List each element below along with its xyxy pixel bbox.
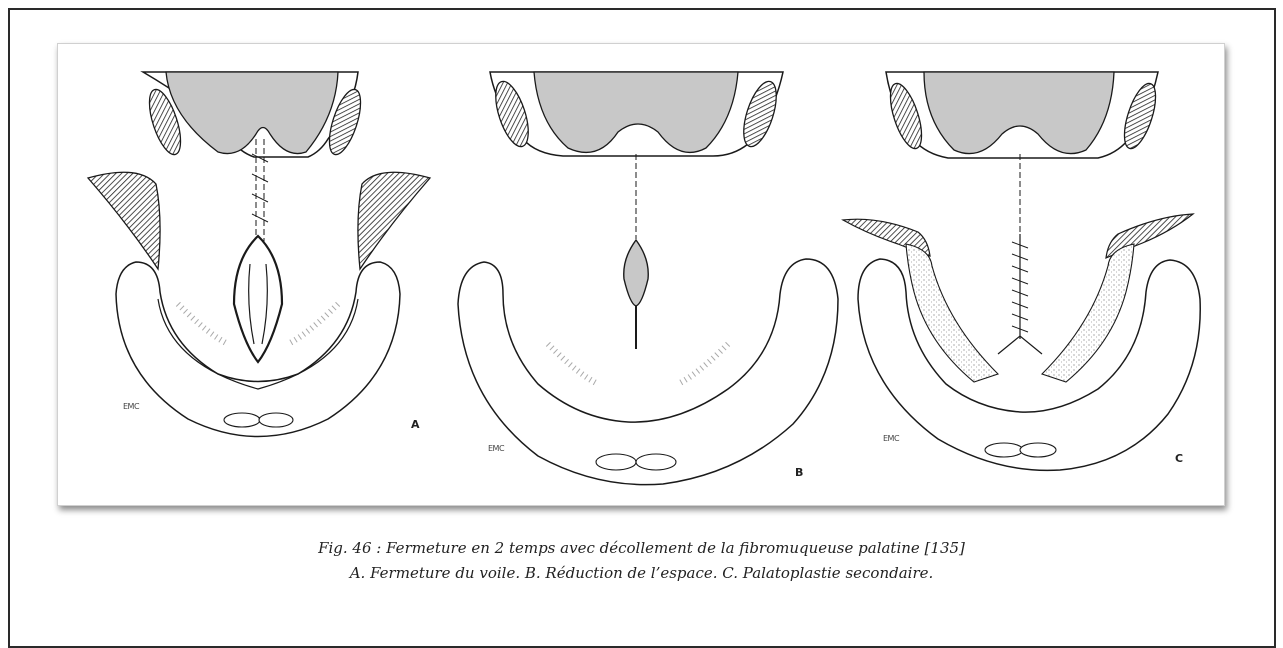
figure-caption-title: Fig. 46 : Fermeture en 2 temps avec déco… [0,539,1283,557]
figure-drawing [58,44,1224,505]
emc-mark-a: EMC [123,402,139,411]
panel-label-c: C [1175,452,1183,465]
panel-c [843,72,1200,470]
figure-image: A B C EMC EMC EMC [57,43,1225,506]
panel-label-a: A [411,418,420,431]
panel-b [458,72,838,485]
emc-mark-b: EMC [488,444,504,453]
panel-label-b: B [795,466,803,479]
panel-a [88,72,430,437]
figure-caption-legend: A. Fermeture du voile. B. Réduction de l… [0,564,1283,582]
emc-mark-c: EMC [883,434,899,443]
